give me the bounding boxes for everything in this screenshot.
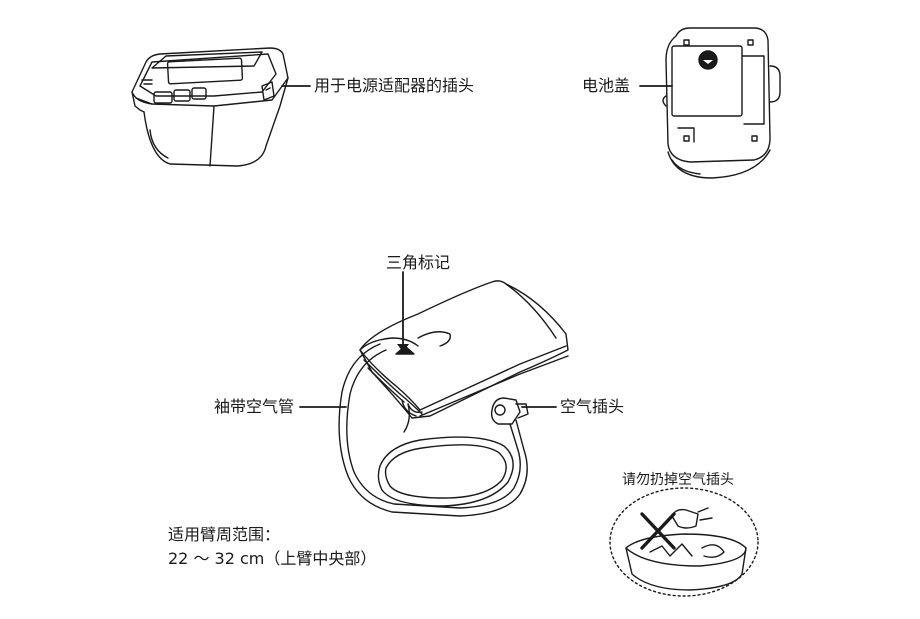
warning-label: 请勿扔掉空气插头 [622, 472, 734, 488]
adapter-plug-label: 用于电源适配器的插头 [314, 76, 475, 95]
monitor-front-illustration [131, 47, 289, 167]
air-tube-illustration [338, 343, 528, 517]
air-plug-illustration [490, 397, 529, 425]
range-title: 适用臂周范围： [168, 525, 281, 544]
bin-illustration [609, 487, 759, 597]
air-plug-label: 空气插头 [560, 397, 625, 416]
cuff-air-tube-label: 袖带空气管 [214, 397, 295, 416]
triangle-mark-label: 三角标记 [386, 253, 451, 272]
leader-lines [281, 85, 673, 408]
range-value: 22 ～ 32 cm（上臂中央部） [168, 549, 377, 568]
monitor-back-illustration [662, 27, 781, 179]
cuff-illustration [359, 280, 569, 419]
battery-cover-label: 电池盖 [582, 76, 631, 95]
cross-mark [640, 512, 676, 550]
